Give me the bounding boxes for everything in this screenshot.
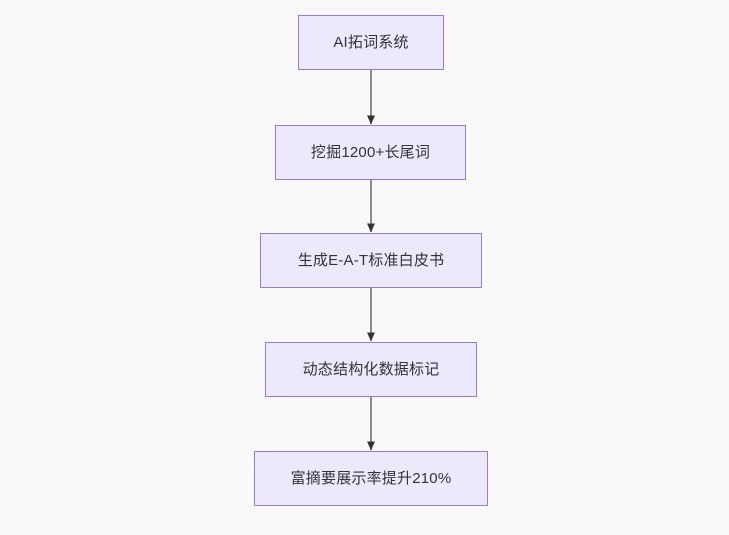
node-label: 动态结构化数据标记 xyxy=(302,361,440,378)
flowchart-node-ai-keyword-system[interactable]: AI拓词系统 xyxy=(298,15,444,70)
node-label: 挖掘1200+长尾词 xyxy=(310,144,431,161)
flowchart-node-mine-longtail-keywords[interactable]: 挖掘1200+长尾词 xyxy=(275,125,466,180)
flowchart-node-rich-snippet-impression-uplift[interactable]: 富摘要展示率提升210% xyxy=(254,451,488,506)
node-label: 富摘要展示率提升210% xyxy=(290,470,452,487)
flowchart-node-dynamic-structured-data-markup[interactable]: 动态结构化数据标记 xyxy=(265,342,477,397)
flowchart-node-generate-eat-whitepaper[interactable]: 生成E-A-T标准白皮书 xyxy=(260,233,482,288)
node-label: AI拓词系统 xyxy=(333,34,409,51)
node-label: 生成E-A-T标准白皮书 xyxy=(297,252,445,269)
